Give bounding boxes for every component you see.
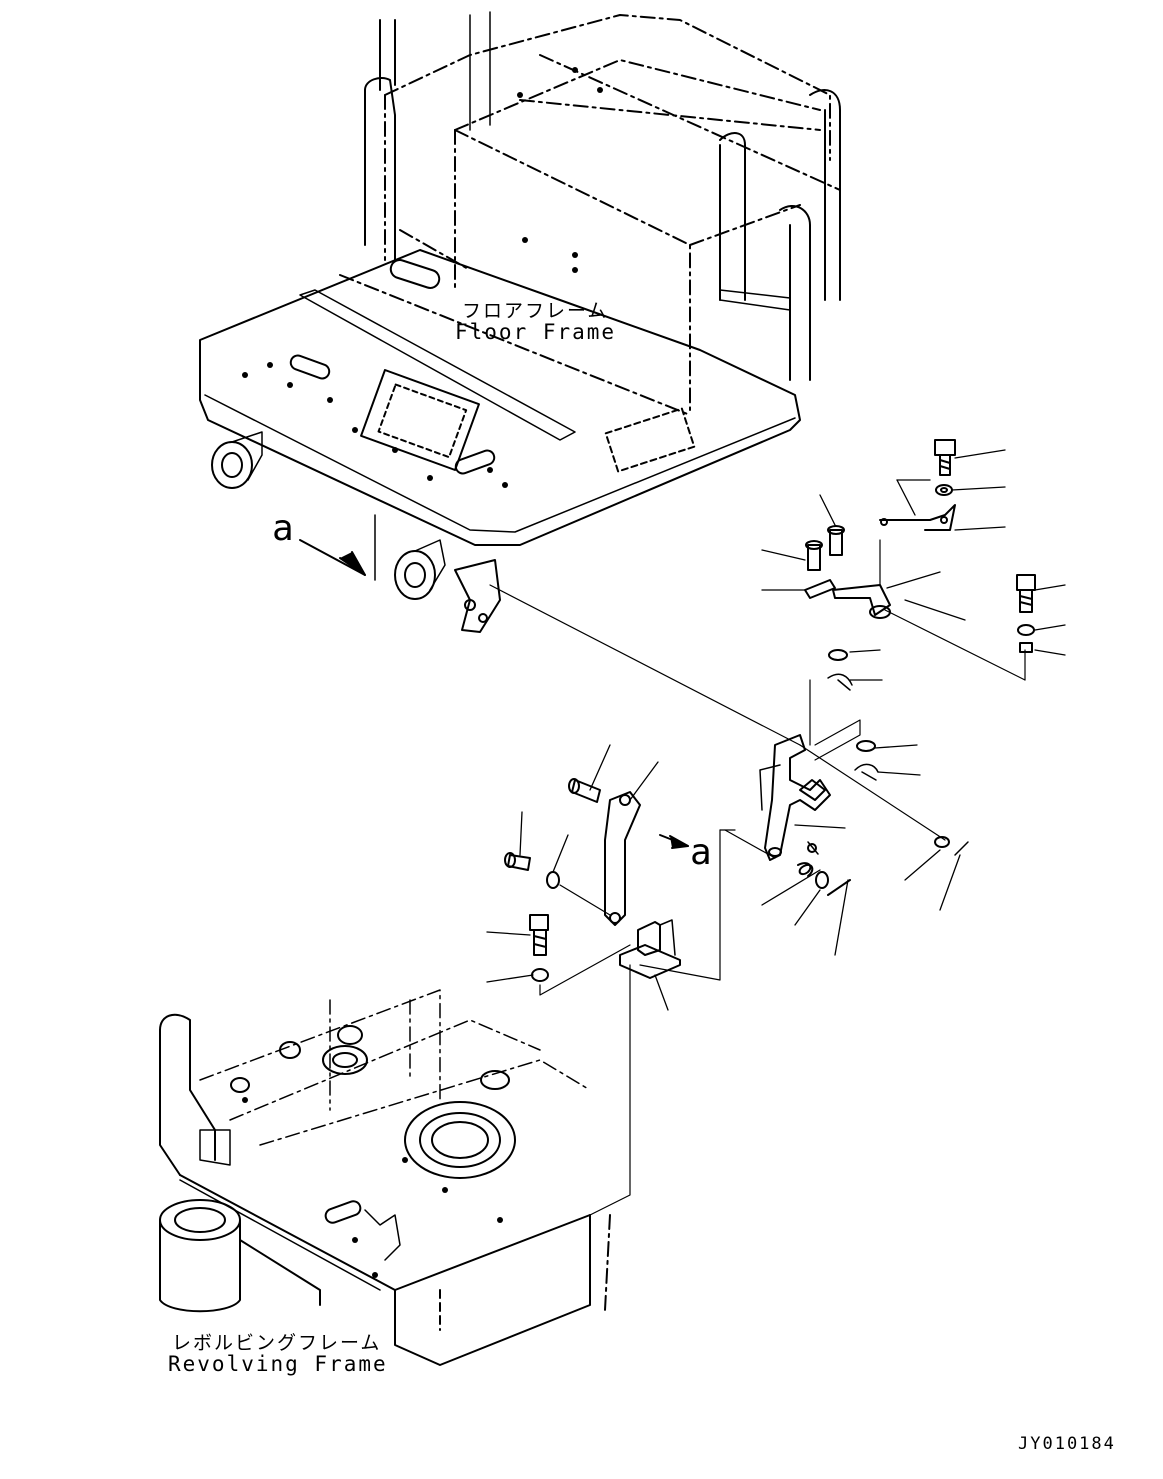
- revolving-frame-label-jp: レボルビングフレーム: [172, 1332, 382, 1354]
- floor-frame-label-en: Floor Frame: [455, 320, 617, 344]
- link-plate: [604, 791, 641, 926]
- view-marker-top: a: [272, 508, 295, 549]
- view-arrow-mid: [659, 834, 689, 849]
- callout-leaders: [486, 449, 1066, 1011]
- lock-lever: [759, 734, 831, 861]
- floor-frame-label-jp: フロアフレーム: [462, 300, 609, 322]
- floor-frame: [199, 11, 841, 633]
- revolving-frame-label-en: Revolving Frame: [168, 1352, 388, 1376]
- view-marker-mid: a: [690, 832, 713, 873]
- bolt-top-right: [934, 439, 956, 476]
- revolving-frame: [159, 989, 611, 1366]
- bolt-left: [529, 914, 549, 956]
- drawing-code: JY010184: [1018, 1434, 1116, 1454]
- view-arrow-top: [299, 539, 366, 576]
- pins-upper: [805, 525, 845, 571]
- bolt-right: [1016, 574, 1036, 613]
- bracket: [619, 919, 681, 979]
